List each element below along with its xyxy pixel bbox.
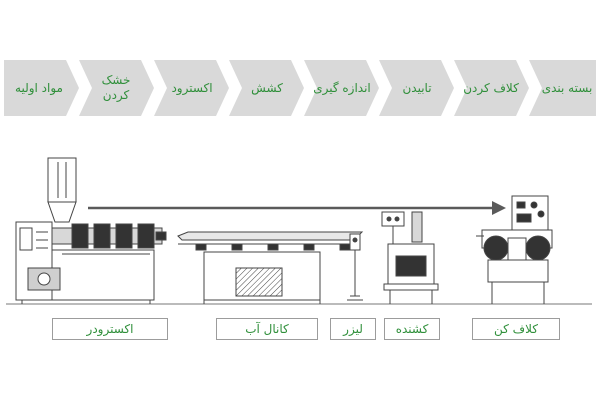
coiler-machine — [476, 195, 553, 304]
water-channel-machine — [177, 231, 364, 304]
process-chevron-bar — [4, 60, 596, 116]
step-measure: اندازه گیری — [313, 80, 371, 95]
step-raw-materials: مواد اولیه — [15, 80, 63, 95]
step-extrude: اکسترود — [171, 80, 213, 95]
chevron-raw-materials — [4, 60, 79, 116]
caption-coiler: کلاف کن — [472, 318, 560, 340]
step-pull: کشش — [251, 80, 283, 95]
chevron-measure — [304, 60, 379, 116]
laser-gauge — [347, 233, 363, 301]
caption-puller: کشنده — [384, 318, 440, 340]
step-twist: تابیدن — [402, 80, 432, 95]
chevron-pull — [229, 60, 304, 116]
step-drying: خشک کردن — [101, 73, 131, 102]
chevron-pack — [529, 60, 596, 116]
step-coil: کلاف کردن — [463, 80, 519, 95]
chevron-coil — [454, 60, 529, 116]
step-pack: بسته بندی — [541, 80, 593, 95]
puller-machine — [381, 211, 439, 304]
extruder-machine — [15, 157, 167, 304]
chevron-twist — [379, 60, 454, 116]
caption-water-channel: کانال آب — [216, 318, 318, 340]
chevron-extrude — [154, 60, 229, 116]
flow-arrow — [88, 201, 506, 215]
chevron-drying — [79, 60, 154, 116]
caption-extruder: اکسترودر — [52, 318, 168, 340]
caption-laser: لیزر — [330, 318, 376, 340]
